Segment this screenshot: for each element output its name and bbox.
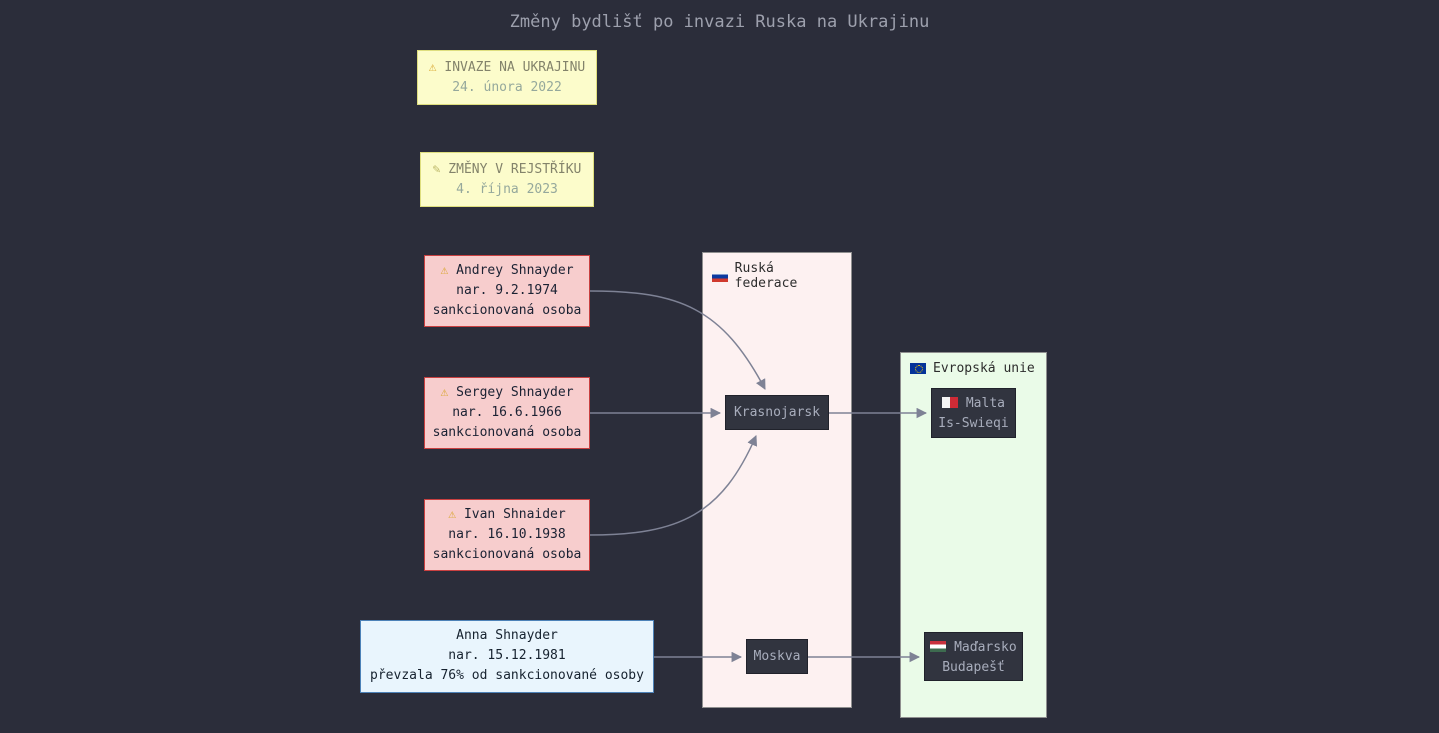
person-name-row: ⚠ Ivan Shnaider: [425, 505, 589, 525]
malta-flag-icon: [942, 397, 959, 408]
event-card-registry: ✎ ZMĚNY V REJSTŘÍKU 4. října 2023: [420, 152, 594, 207]
event-registry-title: ✎ ZMĚNY V REJSTŘÍKU: [421, 160, 593, 180]
person-status: sankcionovaná osoba: [432, 547, 582, 562]
person-name: Ivan Shnaider: [463, 507, 566, 522]
event-invasion-label: INVAZE NA UKRAJINU: [444, 60, 586, 75]
warning-icon: ⚠: [428, 60, 437, 75]
event-registry-date: 4. října 2023: [456, 182, 558, 197]
event-card-invasion: ⚠ INVAZE NA UKRAJINU 24. února 2022: [417, 50, 597, 105]
hungary-flag-icon: [930, 641, 947, 652]
region-eu-label: Evropská unie: [901, 353, 1046, 384]
person-card-andrey: ⚠ Andrey Shnayder nar. 9.2.1974 sankcion…: [424, 255, 590, 327]
person-status: převzala 76% od sankcionované osoby: [370, 668, 644, 683]
russia-flag-icon: [712, 270, 728, 282]
location-country: Maďarsko: [954, 640, 1017, 655]
event-invasion-title: ⚠ INVAZE NA UKRAJINU: [418, 58, 596, 78]
person-card-anna: Anna Shnayder nar. 15.12.1981 převzala 7…: [360, 620, 654, 693]
person-birthdate: nar. 16.10.1938: [448, 527, 566, 542]
person-name: Andrey Shnayder: [456, 263, 574, 278]
person-name: Anna Shnayder: [456, 628, 558, 643]
memo-icon: ✎: [432, 162, 441, 177]
warning-icon: ⚠: [448, 507, 457, 522]
diagram-title: Změny bydlišť po invazi Ruska na Ukrajin…: [509, 12, 930, 32]
location-country-row: Maďarsko: [925, 638, 1022, 658]
region-russia-label: Ruská federace: [703, 253, 851, 299]
person-birthdate: nar. 16.6.1966: [452, 405, 562, 420]
event-registry-label: ZMĚNY V REJSTŘÍKU: [448, 162, 582, 177]
region-eu-label-text: Evropská unie: [933, 361, 1035, 376]
person-birthdate: nar. 9.2.1974: [456, 283, 558, 298]
event-invasion-date: 24. února 2022: [452, 80, 562, 95]
person-card-sergey: ⚠ Sergey Shnayder nar. 16.6.1966 sankcio…: [424, 377, 590, 449]
location-city: Budapešť: [942, 660, 1005, 675]
person-card-ivan: ⚠ Ivan Shnaider nar. 16.10.1938 sankcion…: [424, 499, 590, 571]
warning-icon: ⚠: [440, 263, 449, 278]
person-name-row: ⚠ Sergey Shnayder: [425, 383, 589, 403]
warning-icon: ⚠: [440, 385, 449, 400]
person-birthdate: nar. 15.12.1981: [448, 648, 566, 663]
person-status: sankcionovaná osoba: [432, 303, 582, 318]
city-name: Moskva: [753, 649, 801, 664]
city-name: Krasnojarsk: [733, 405, 821, 420]
location-city: Is-Swieqi: [938, 416, 1009, 431]
location-country: Malta: [965, 396, 1005, 411]
person-status: sankcionovaná osoba: [432, 425, 582, 440]
location-box-hungary: Maďarsko Budapešť: [924, 632, 1023, 681]
person-name-row: ⚠ Andrey Shnayder: [425, 261, 589, 281]
city-box-krasnojarsk: Krasnojarsk: [725, 395, 829, 430]
person-name: Sergey Shnayder: [456, 385, 574, 400]
city-box-moskva: Moskva: [746, 639, 808, 674]
eu-flag-icon: [910, 363, 926, 374]
location-country-row: Malta: [932, 394, 1015, 414]
location-box-malta: Malta Is-Swieqi: [931, 388, 1016, 438]
region-russia-label-text: Ruská federace: [734, 261, 798, 291]
